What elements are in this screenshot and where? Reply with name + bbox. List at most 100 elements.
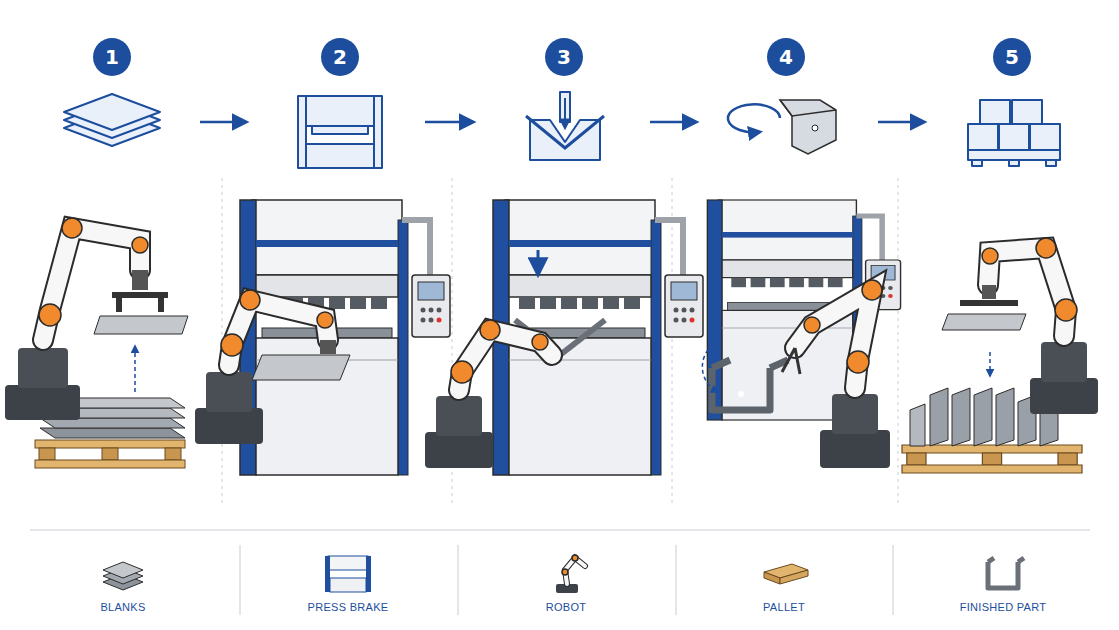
flow-arrow [200,121,246,124]
robot-arm [425,432,493,468]
finished-parts-stack [930,388,948,446]
robot-arm [317,312,333,328]
robot-arm [229,300,328,365]
flip-part-icon [780,100,836,116]
robot-arm [18,348,68,388]
robot-arm [229,300,328,365]
key-part-icon [988,562,1018,588]
flow-arrow [878,121,924,124]
robot-arm [158,298,164,312]
robot-arm [1030,378,1098,414]
robot-arm [116,298,122,312]
bent-part [702,350,718,392]
key-blanks-icon [103,562,143,590]
robot-arm [532,334,548,350]
robot-arm [195,408,263,444]
legend-label: FINISHED PART [903,601,1103,613]
key-press-icon [330,578,366,592]
flip-part-icon [812,125,818,131]
robot-arm [112,292,168,298]
callout-number: 5 [1005,47,1019,67]
palletized-boxes-icon [968,124,998,150]
press-brake-icon [298,96,306,168]
key-pallet-icon [764,564,808,584]
finished-parts-stack [974,388,992,446]
press-brake-icon [298,96,382,168]
key-divider [240,545,241,615]
press-brake [240,200,450,475]
palletized-boxes-icon [1009,160,1019,166]
callout-number: 1 [105,47,119,67]
robot-arm [1055,299,1077,321]
robot-arm [1041,342,1087,382]
legend-label: ROBOT [466,601,666,613]
step-number: 2 [321,38,359,76]
robot-arm [847,351,869,373]
key-press-icon [328,556,368,570]
blank-stack [35,440,185,468]
step-number: 4 [767,38,805,76]
robot-arm [132,237,148,253]
finished-parts-stack [902,445,1082,473]
key-press-icon [325,556,371,592]
robot-arm [240,290,260,310]
step-number: 5 [993,38,1031,76]
key-part-icon [988,558,1024,588]
callout-number: 4 [779,47,793,67]
key-divider [30,530,1090,615]
key-robot-icon [556,555,585,593]
flip-part-icon [780,100,836,154]
legend-label: PRESS BRAKE [248,601,448,613]
palletized-boxes-icon [1030,124,1060,150]
palletized-boxes-icon [972,160,982,166]
robot-arm [132,270,148,290]
robot-arm [795,290,872,388]
finished-parts-stack [996,388,1014,446]
press-brake-icon [374,96,382,168]
palletized-boxes-icon [1012,100,1042,124]
key-press-icon [366,556,371,592]
robot-arm [942,238,1098,414]
robot-arm [5,385,80,420]
press-brake-icon [312,126,368,134]
robot-arm [320,340,336,354]
bent-part [712,368,770,410]
column-separator [672,178,673,505]
robot-arm [5,218,188,420]
palletized-boxes-icon [980,100,1010,124]
blanks-icon [64,94,160,130]
robot-arm [459,330,552,390]
flip-part-icon [728,104,780,132]
robot-arm [804,317,820,333]
bending-icon [564,98,566,128]
robot-arm [206,372,252,412]
callout-number: 2 [333,47,347,67]
bending-detail [528,205,548,235]
flip-part-icon [728,100,836,154]
robot-arm [459,330,552,390]
robot-arm [451,361,473,383]
key-divider [458,545,459,615]
robot-arm [425,320,552,468]
key-divider [30,530,1090,531]
robot-arm [39,304,61,326]
robot-arm [782,280,890,468]
finished-parts-stack [910,404,925,446]
palletized-boxes-icon [1046,160,1056,166]
finished-parts-stack [989,352,991,376]
key-robot-icon [572,555,578,561]
key-press-icon [325,556,330,592]
robot-arm [1036,238,1056,258]
robot-arm [252,355,350,380]
press-brake-icon [300,167,380,169]
robot-arm [94,316,188,334]
palletized-boxes-icon [999,124,1029,150]
key-divider [893,545,894,615]
robot-arm [221,334,243,356]
robot-arm [195,290,350,444]
robot-arm [820,430,890,468]
key-blanks-icon [103,562,143,578]
legend-label: BLANKS [23,601,223,613]
step-number: 1 [93,38,131,76]
